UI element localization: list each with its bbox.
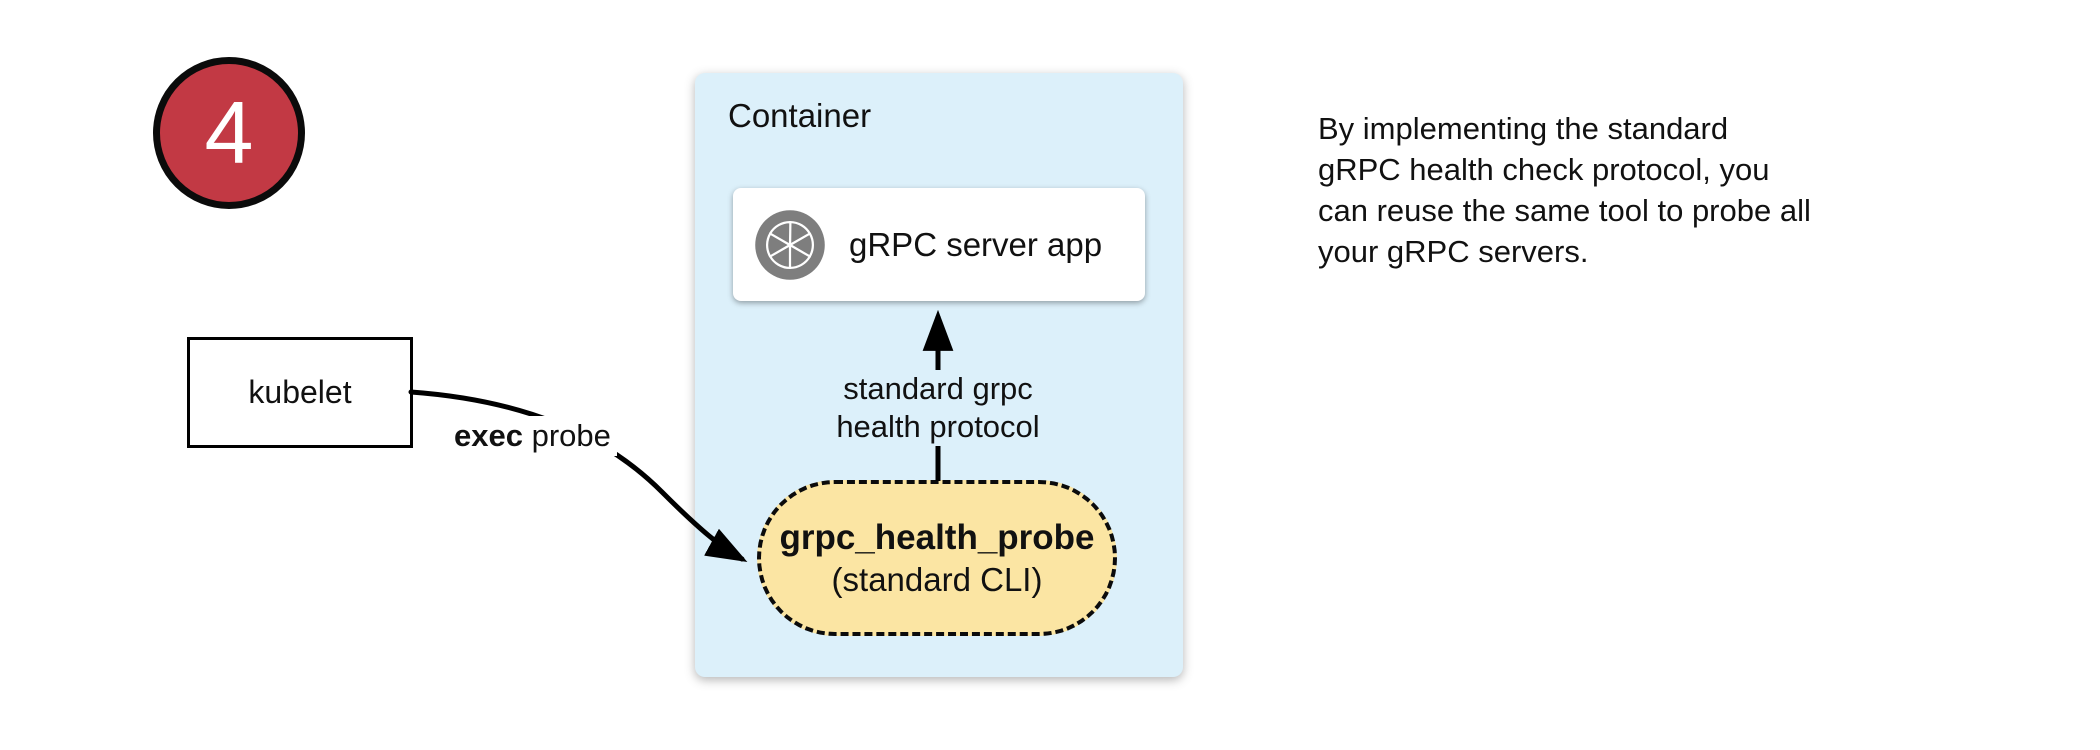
grpc-server-app-label: gRPC server app [849, 225, 1103, 263]
side-note-line: By implementing the standard [1318, 111, 1729, 146]
side-note: By implementing the standard gRPC health… [1318, 108, 1938, 272]
container-node: Container gRPC server app grpc_health_pr… [695, 73, 1183, 677]
grpc-health-probe-subtitle: (standard CLI) [831, 561, 1043, 599]
exec-probe-label-rest: probe [522, 418, 611, 453]
kubelet-label: kubelet [248, 374, 352, 410]
step-number-badge: 4 [153, 57, 305, 209]
exec-probe-label-bold: exec [454, 418, 523, 453]
health-protocol-label-line1: standard grpc [843, 371, 1033, 406]
aperture-icon [755, 209, 825, 280]
side-note-line: gRPC health check protocol, you [1318, 152, 1770, 187]
health-protocol-label: standard grpc health protocol [800, 370, 1076, 446]
exec-probe-label: exec probe [448, 416, 617, 456]
grpc-health-probe-title: grpc_health_probe [779, 517, 1095, 557]
kubelet-node: kubelet [187, 337, 413, 448]
side-note-line: can reuse the same tool to probe all [1318, 193, 1811, 228]
grpc-health-probe-node: grpc_health_probe (standard CLI) [757, 480, 1117, 636]
side-note-line: your gRPC servers. [1318, 234, 1589, 269]
grpc-server-app-node: gRPC server app [733, 188, 1145, 301]
step-number: 4 [204, 83, 254, 182]
container-label: Container [728, 97, 872, 134]
health-protocol-label-line2: health protocol [836, 409, 1040, 444]
